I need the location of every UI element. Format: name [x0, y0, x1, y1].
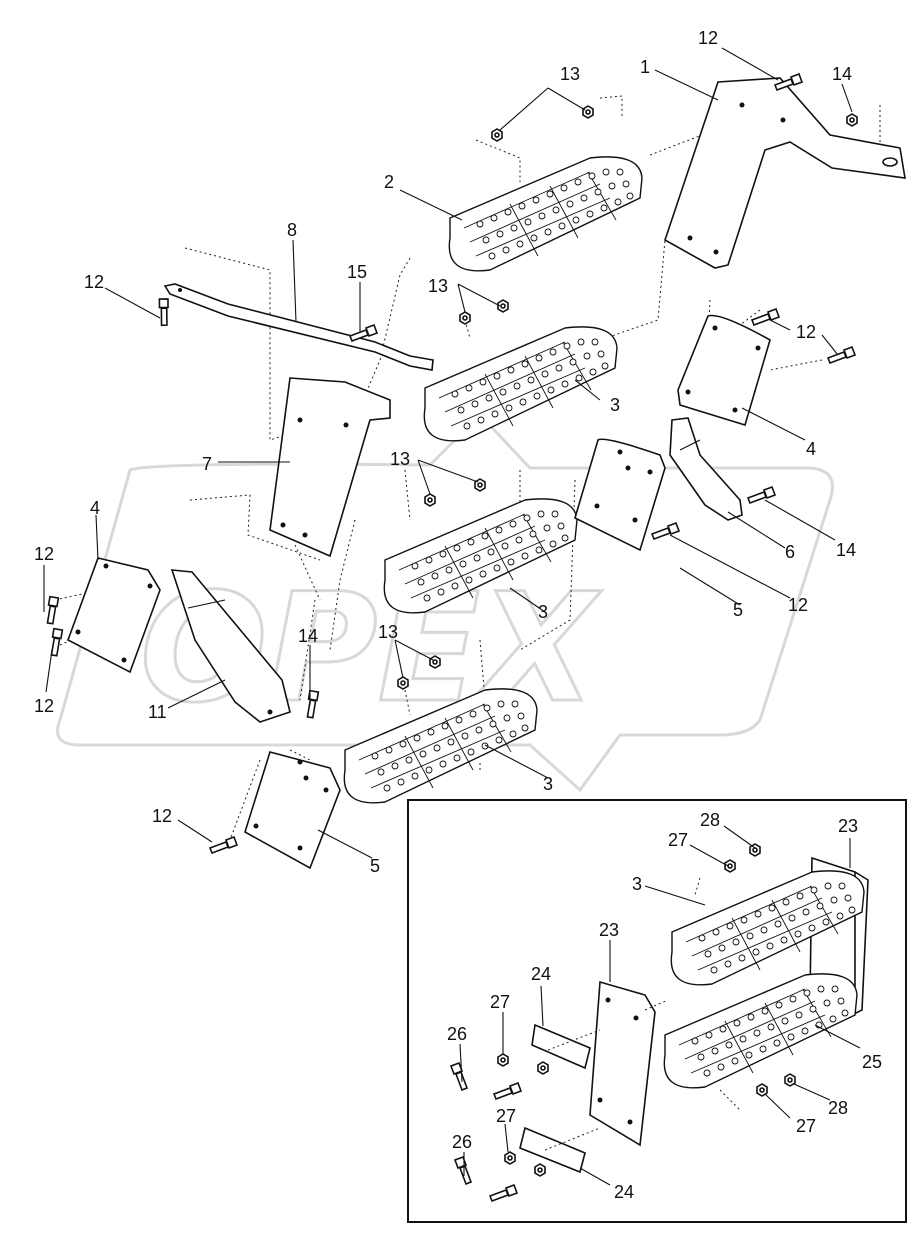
callout-27-left-top: 27: [490, 992, 510, 1012]
bolt-12-rod: [150, 295, 177, 328]
callout-13-top: 13: [560, 64, 580, 84]
part-25-tread: [663, 973, 858, 1089]
nut-13-a1: [491, 128, 503, 142]
part-4-plate-left: [67, 557, 161, 674]
washer-27-b: [504, 1151, 516, 1165]
part-2-step-tread: [448, 156, 643, 272]
bolt-14-right: [747, 486, 776, 504]
nut-13-b1: [459, 311, 471, 325]
inset-frame: [407, 799, 907, 1223]
callout-5-right: 5: [733, 600, 743, 620]
part-6-bracket: [669, 417, 743, 521]
callout-12-top: 12: [698, 28, 718, 48]
part-8-support-rod: [163, 283, 434, 371]
callout-11: 11: [148, 702, 167, 722]
part-24-strip-a: [531, 1023, 591, 1070]
callout-13-b: 13: [428, 276, 448, 296]
callout-4-left: 4: [90, 498, 100, 518]
part-7-panel: [269, 377, 391, 558]
callout-4-right: 4: [806, 439, 816, 459]
bolt-26-b2: [489, 1184, 518, 1202]
callout-3-b: 3: [538, 602, 548, 622]
callout-13-d: 13: [378, 622, 398, 642]
part-24-strip-b: [519, 1126, 586, 1174]
callout-12-right: 12: [796, 322, 816, 342]
nut-13-d1: [397, 676, 409, 690]
callout-12-right-b: 12: [788, 595, 808, 615]
callout-26-bottom: 26: [452, 1132, 472, 1152]
callout-27-top: 27: [668, 830, 688, 850]
nut-13-a2: [582, 105, 594, 119]
inset-detail: 28 27 23 3 23 24 27 26 25 28 27 27 26 24: [407, 799, 907, 1223]
nut-28-inset-bottom: [784, 1073, 796, 1087]
nut-13-c1: [424, 493, 436, 507]
callout-3-c: 3: [543, 774, 553, 794]
callout-6: 6: [785, 542, 795, 562]
callout-3-inset: 3: [632, 874, 642, 894]
callout-12-lower: 12: [152, 806, 172, 826]
part-23-plate-middle: [589, 980, 656, 1147]
callout-24-bottom: 24: [614, 1182, 634, 1202]
callout-5-lower: 5: [370, 856, 380, 876]
callout-3-a: 3: [610, 395, 620, 415]
part-3-step-tread-a: [423, 326, 618, 442]
callout-28-top: 28: [700, 810, 720, 830]
callout-26-top: 26: [447, 1024, 467, 1044]
callout-23-middle: 23: [599, 920, 619, 940]
callout-1: 1: [640, 57, 650, 77]
callout-2: 2: [384, 172, 394, 192]
callout-12-left-b: 12: [34, 696, 54, 716]
callout-12-rod: 12: [84, 272, 104, 292]
callout-15: 15: [347, 262, 367, 282]
bolt-26-a: [450, 1062, 468, 1091]
callout-14-right: 14: [836, 540, 856, 560]
callout-28-bottom: 28: [828, 1098, 848, 1118]
callout-7: 7: [202, 454, 212, 474]
nut-27-b: [534, 1163, 546, 1177]
part-4-plate-right: [677, 314, 771, 427]
leader-lines: [43, 47, 853, 859]
part-5-plate-lower: [244, 751, 341, 870]
bolt-12-b: [827, 346, 856, 364]
nut-27-a: [537, 1061, 549, 1075]
nut-27-inset-top: [724, 859, 736, 873]
callout-24-top: 24: [531, 964, 551, 984]
callout-25: 25: [862, 1052, 882, 1072]
callout-14-left: 14: [298, 626, 318, 646]
part-11-bracket: [170, 569, 291, 723]
callout-12-left-a: 12: [34, 544, 54, 564]
washer-27-a: [497, 1053, 509, 1067]
callout-labels: 1 12 14 13 2 8 12 15 13 3 12 4 7 13 6 14…: [34, 28, 856, 876]
bolt-26-b: [454, 1156, 472, 1185]
bolt-14-top: [846, 113, 858, 127]
bolt-26-a2: [493, 1082, 522, 1100]
bolt-12-lower: [209, 836, 238, 854]
callout-8: 8: [287, 220, 297, 240]
callout-27-bottom-right: 27: [796, 1116, 816, 1136]
nut-13-c2: [474, 478, 486, 492]
callout-13-c: 13: [390, 449, 410, 469]
inset-leader-lines: [459, 825, 861, 1186]
callout-27-left-bottom: 27: [496, 1106, 516, 1126]
bolt-12-c: [651, 522, 680, 540]
callout-23-right: 23: [838, 816, 858, 836]
part-1-bracket: [664, 77, 906, 269]
part-5-plate-right: [574, 438, 666, 552]
bolt-12-left-b: [41, 625, 71, 659]
inset-callout-labels: 28 27 23 3 23 24 27 26 25 28 27 27 26 24: [447, 810, 882, 1202]
callout-14-top: 14: [832, 64, 852, 84]
nut-13-d2: [429, 655, 441, 669]
